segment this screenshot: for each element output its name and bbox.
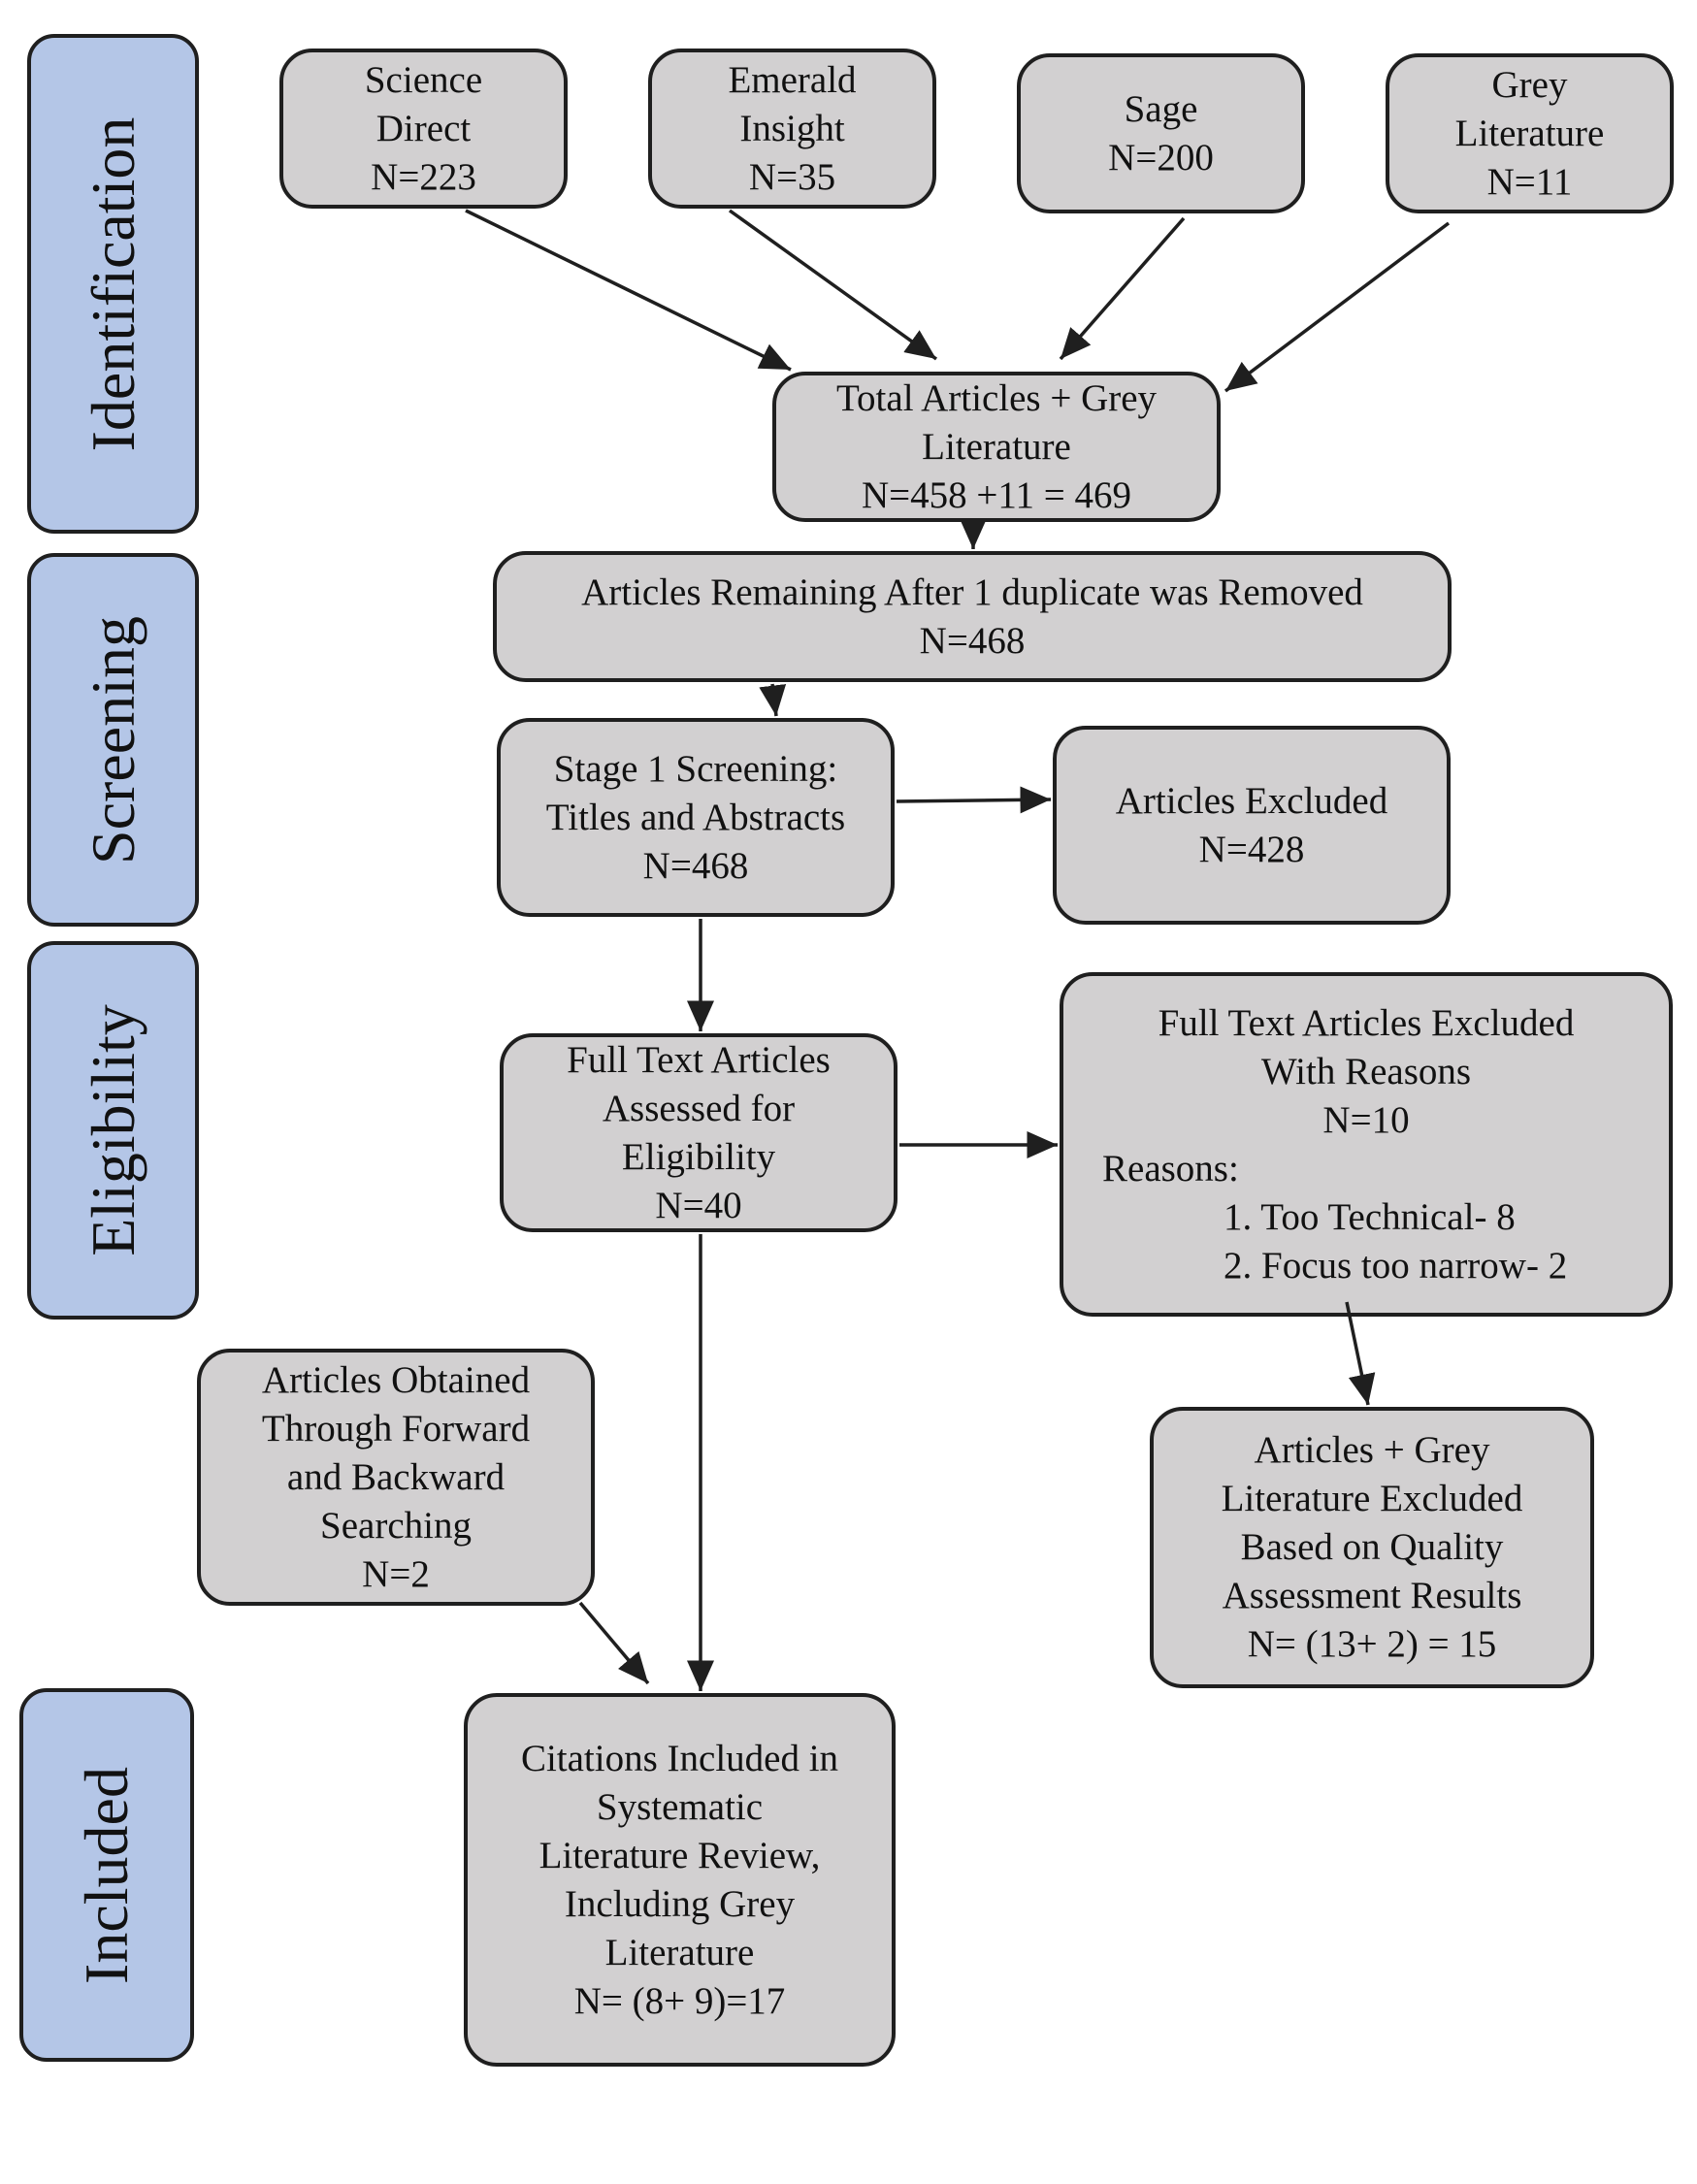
reasons-list: Reasons: 1. Too Technical- 8 2. Focus to…: [1102, 1145, 1630, 1290]
arrow-forward-backward-to-included: [578, 1601, 650, 1685]
box-line: N=468: [919, 619, 1026, 662]
box-line: Assessment Results: [1222, 1575, 1522, 1616]
box-line: Based on Quality: [1240, 1526, 1504, 1568]
box-line: N=428: [1198, 828, 1305, 870]
reason-item: 1. Too Technical- 8: [1224, 1195, 1516, 1238]
box-line: Literature: [604, 1931, 755, 1973]
fulltext-assessed-box: Full Text Articles Assessed for Eligibil…: [500, 1033, 897, 1232]
box-line: Systematic: [596, 1785, 764, 1828]
box-line: With Reasons: [1260, 1050, 1472, 1092]
box-line: Full Text Articles Excluded: [1158, 1001, 1575, 1044]
source-sage: Sage N=200: [1017, 53, 1305, 213]
box-line: N= (8+ 9)=17: [573, 1979, 786, 2022]
box-line: N= (13+ 2) = 15: [1247, 1623, 1497, 1665]
box-line: Literature Excluded: [1221, 1478, 1523, 1519]
box-line: N=35: [748, 155, 836, 198]
box-line: N=468: [642, 844, 749, 887]
box-line: Eligibility: [621, 1135, 776, 1178]
arrow-grey-to-total: [1224, 221, 1451, 393]
reason-item: 2. Focus too narrow- 2: [1224, 1244, 1568, 1287]
box-line: Total Articles + Grey: [835, 376, 1158, 419]
source-emerald-insight: Emerald Insight N=35: [648, 49, 936, 209]
box-line: Articles + Grey: [1254, 1429, 1490, 1471]
included-citations-box: Citations Included in Systematic Literat…: [464, 1693, 896, 2067]
box-line: N=458 +11 = 469: [862, 473, 1131, 516]
box-line: Literature Review,: [538, 1834, 821, 1876]
arrow-duplicates-to-stage1: [759, 683, 787, 717]
box-line: Titles and Abstracts: [545, 796, 846, 838]
box-line: N=200: [1108, 136, 1214, 179]
box-line: Assessed for: [602, 1087, 796, 1129]
box-line: Through Forward: [261, 1407, 531, 1450]
arrow-emerald-to-total: [728, 209, 938, 361]
box-line: Citations Included in: [520, 1737, 839, 1779]
fulltext-excluded-box: Full Text Articles Excluded With Reasons…: [1060, 972, 1673, 1317]
box-line: N=10: [1322, 1098, 1410, 1141]
arrow-sage-to-total: [1059, 216, 1186, 361]
box-line: Sage: [1124, 87, 1198, 130]
box-line: Literature: [1454, 112, 1605, 154]
box-line: Articles Remaining After 1 duplicate was…: [581, 570, 1363, 613]
phase-included: Included: [19, 1688, 194, 2062]
forward-backward-box: Articles Obtained Through Forward and Ba…: [197, 1349, 595, 1606]
box-line: Full Text Articles: [567, 1038, 831, 1081]
quality-excluded-box: Articles + Grey Literature Excluded Base…: [1150, 1407, 1594, 1688]
box-line: Articles Obtained: [261, 1358, 531, 1401]
box-line: N=2: [362, 1552, 430, 1595]
box-line: N=11: [1486, 160, 1573, 203]
total-articles-box: Total Articles + Grey Literature N=458 +…: [772, 372, 1221, 522]
stage1-screening-box: Stage 1 Screening: Titles and Abstracts …: [497, 718, 895, 917]
box-line: Including Grey: [564, 1882, 796, 1925]
source-science-direct: Science Direct N=223: [279, 49, 568, 209]
box-line: Literature: [922, 425, 1071, 468]
arrow-science-direct-to-total: [465, 209, 792, 372]
source-grey-literature: Grey Literature N=11: [1386, 53, 1674, 213]
arrow-fulltext-excluded-to-quality: [1345, 1301, 1376, 1406]
box-line: Grey: [1491, 63, 1568, 106]
phase-eligibility: Eligibility: [27, 941, 199, 1320]
box-line: Emerald: [728, 58, 857, 101]
box-line: Stage 1 Screening:: [553, 747, 838, 790]
box-line: Searching: [320, 1504, 472, 1547]
box-line: Articles Excluded: [1115, 779, 1388, 822]
articles-excluded-box: Articles Excluded N=428: [1053, 726, 1451, 925]
box-line: Insight: [739, 107, 845, 149]
arrow-stage1-to-excluded: [896, 786, 1052, 814]
reasons-label: Reasons:: [1102, 1147, 1239, 1190]
box-line: Science: [364, 58, 483, 101]
box-line: N=40: [655, 1184, 742, 1226]
phase-identification: Identification: [27, 34, 199, 534]
duplicates-removed-box: Articles Remaining After 1 duplicate was…: [493, 551, 1452, 682]
box-line: N=223: [371, 155, 476, 198]
phase-screening: Screening: [27, 553, 199, 927]
box-line: Direct: [375, 107, 472, 149]
box-line: and Backward: [286, 1455, 506, 1498]
